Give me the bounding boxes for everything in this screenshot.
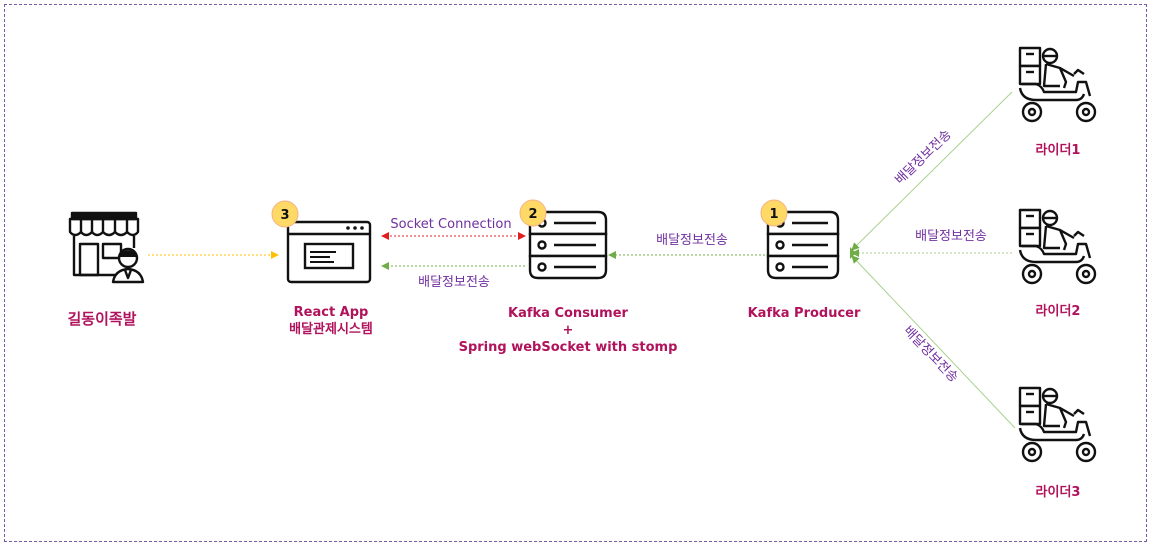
producer-label: Kafka Producer [748,306,861,321]
consumer-label-line2: + [563,323,574,338]
svg-text:3: 3 [280,208,289,223]
rider2-scooter-icon [1018,208,1097,285]
badge-1: 1 [760,199,788,227]
badge-3: 3 [271,200,299,228]
react-app-label-line1: React App [294,305,369,320]
consumer-to-app-label: 배달정보전송 [418,275,490,290]
producer-junction-arrowheads [850,247,856,259]
browser-window-icon [286,220,372,284]
react-app-label-line2: 배달관제시스템 [289,321,373,337]
rider2-edge-label: 배달정보전송 [915,229,987,244]
store-owner-icon [68,211,145,284]
svg-text:1: 1 [769,207,778,222]
rider3-edge-label: 배달정보전송 [900,324,961,386]
producer-to-consumer-label: 배달정보전송 [656,233,728,248]
diagram-frame [4,4,1147,542]
svg-text:2: 2 [528,207,537,222]
rider3-to-producer-arrow [851,255,1016,429]
rider2-label: 라이더2 [1036,303,1081,319]
badge-2: 2 [519,199,547,227]
rider3-scooter-icon [1018,386,1097,463]
consumer-label-line1: Kafka Consumer [508,306,629,321]
socket-connection-label: Socket Connection [390,217,511,232]
rider1-to-producer-arrow [851,91,1013,251]
rider1-label: 라이더1 [1036,142,1081,158]
consumer-label-line3: Spring webSocket with stomp [459,340,678,355]
store-label: 길동이족발 [67,310,136,328]
rider3-label: 라이더3 [1036,484,1081,500]
rider1-scooter-icon [1018,46,1097,123]
